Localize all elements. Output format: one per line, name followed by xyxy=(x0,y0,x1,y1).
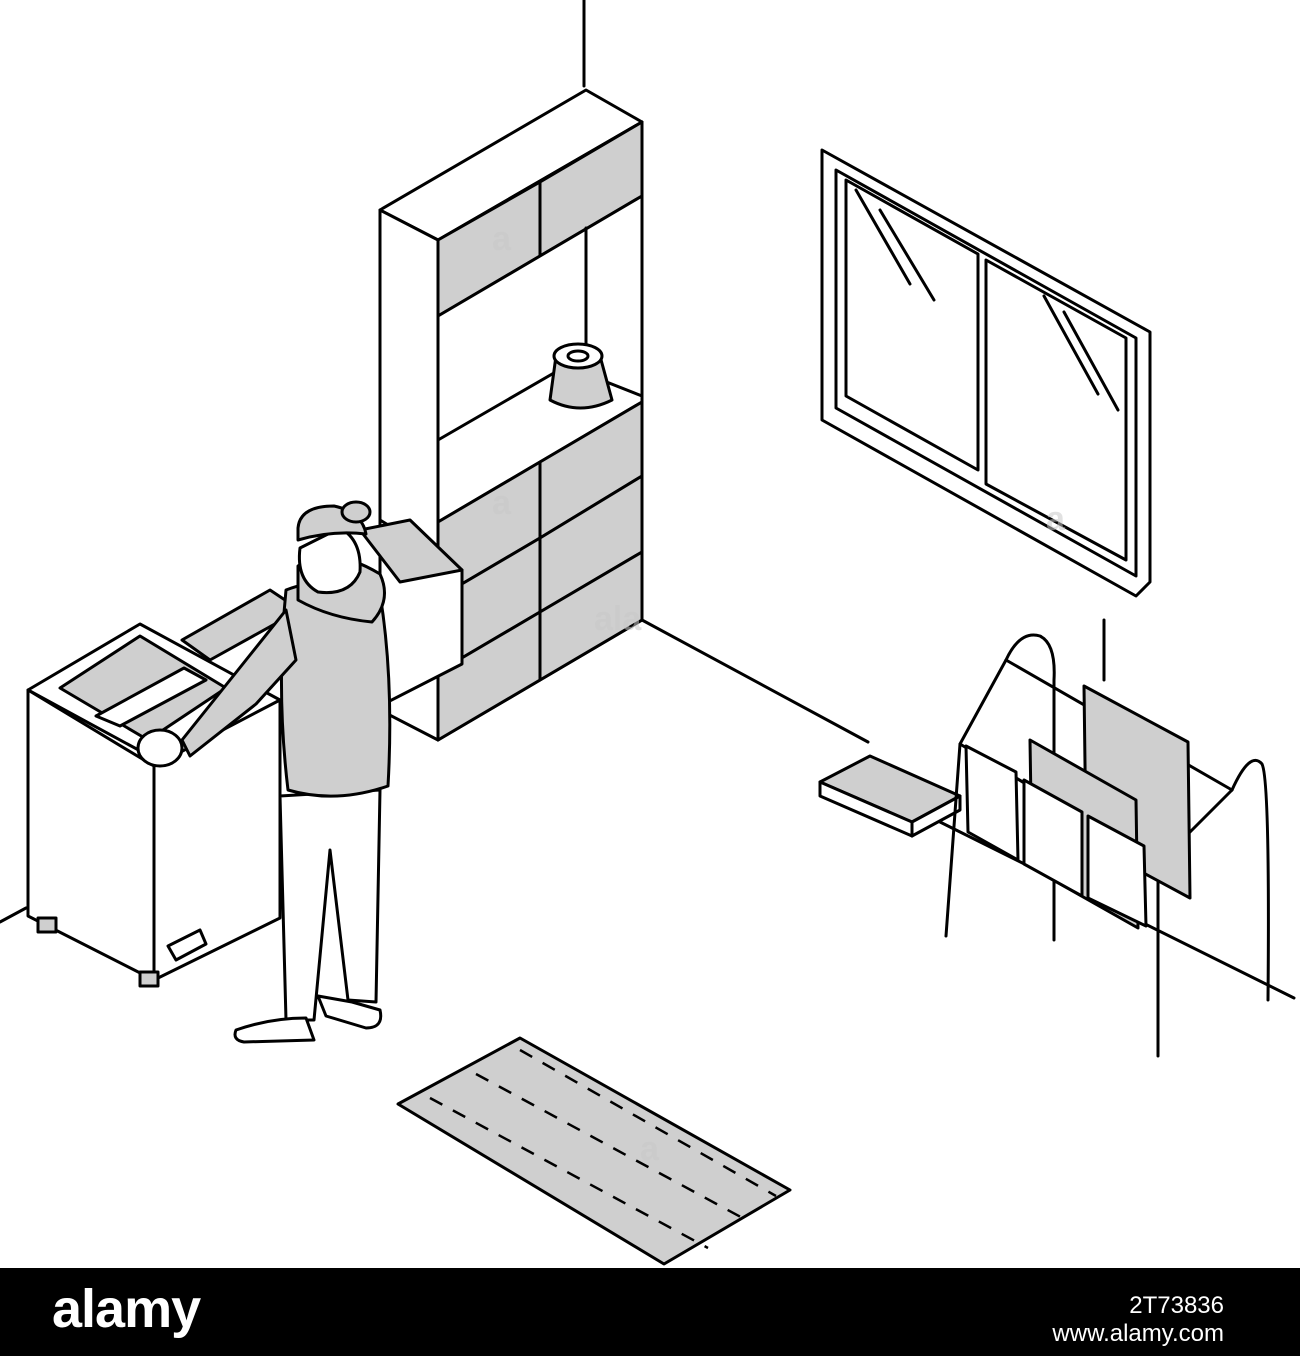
wall-shelf xyxy=(818,754,962,838)
image-id: 2T73836 xyxy=(1129,1292,1224,1319)
person xyxy=(136,500,392,1044)
watermark-a-4: a xyxy=(640,1130,659,1168)
shelf-unit xyxy=(358,88,644,742)
footer-bar: alamy 2T73836 www.alamy.com xyxy=(0,1268,1300,1356)
watermark-a-1: a xyxy=(492,220,511,258)
washing-machine xyxy=(26,588,302,988)
brand-logo[interactable]: alamy xyxy=(52,1279,201,1339)
watermark-a-2: a xyxy=(492,484,511,522)
room-illustration: a a ala a a xyxy=(0,0,1296,1266)
watermark-a-3: a xyxy=(1046,500,1065,538)
room-svg xyxy=(0,0,1296,1266)
window xyxy=(820,148,1152,598)
watermark-mid: ala xyxy=(594,600,642,638)
vase xyxy=(548,342,614,410)
floor-mat xyxy=(396,1036,792,1266)
drying-rack xyxy=(944,618,1270,1058)
site-url[interactable]: www.alamy.com xyxy=(1052,1320,1224,1347)
